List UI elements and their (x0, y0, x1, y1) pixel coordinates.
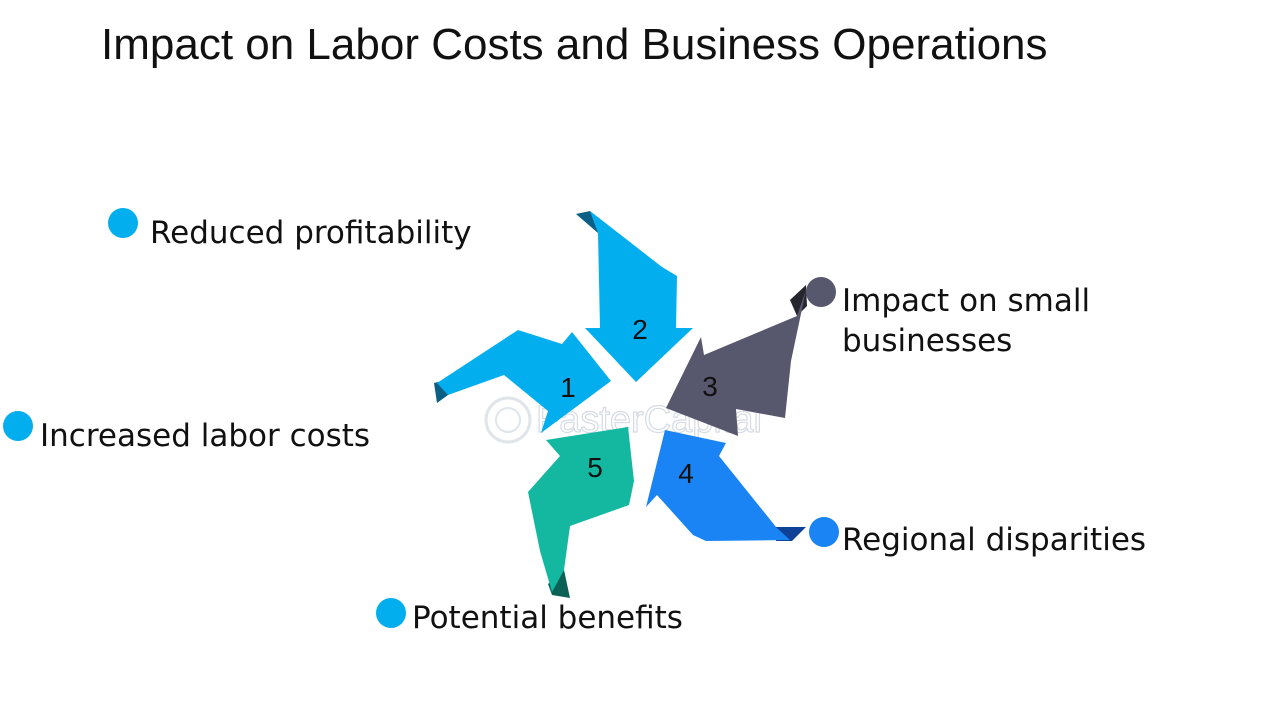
impact-small-businesses-bullet-icon (806, 277, 836, 307)
arrow-1-edge (434, 381, 448, 403)
arrow-3-edge (790, 285, 807, 316)
regional-disparities-bullet-icon (809, 517, 839, 547)
arrow-3 (666, 290, 806, 436)
arrow-3-number: 3 (702, 371, 718, 402)
arrow-2 (585, 211, 693, 382)
potential-benefits-bullet-icon (376, 598, 406, 628)
arrow-1 (437, 330, 611, 433)
arrow-2-number: 2 (632, 314, 648, 345)
arrow-5 (528, 427, 634, 592)
arrow-5-number: 5 (587, 452, 603, 483)
increased-labor-costs-bullet-icon (3, 411, 33, 441)
page-title: Impact on Labor Costs and Business Opera… (101, 20, 1048, 69)
watermark-logo-icon (484, 396, 532, 444)
reduced-profitability-bullet-icon (108, 208, 138, 238)
potential-benefits-label: Potential benefits (412, 600, 683, 636)
arrow-4 (646, 430, 790, 541)
arrow-5-edge (548, 570, 570, 598)
arrow-1-number: 1 (560, 372, 576, 403)
reduced-profitability-label: Reduced profitability (150, 215, 472, 251)
regional-disparities-label: Regional disparities (842, 522, 1147, 558)
increased-labor-costs-label: Increased labor costs (40, 418, 371, 454)
impact-small-businesses-label: Impact on small businesses (842, 283, 1091, 359)
arrow-4-number: 4 (678, 458, 694, 489)
